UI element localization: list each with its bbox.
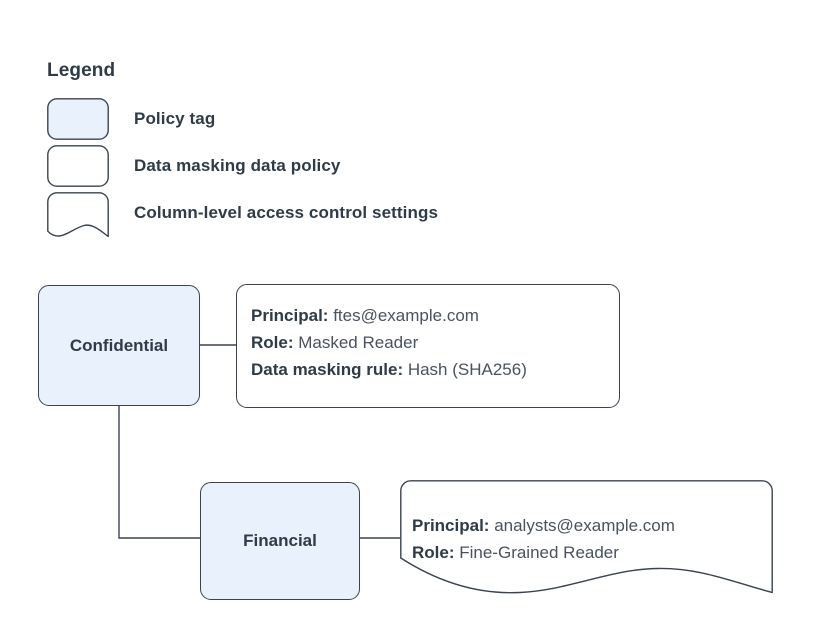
legend-label-column-access-settings: Column-level access control settings	[134, 203, 439, 222]
detail-key-masking-rule: Data masking rule:	[251, 360, 408, 379]
detail-key-principal: Principal:	[251, 306, 334, 325]
node-financial[interactable]: Financial	[200, 482, 360, 600]
detail-value-principal: ftes@example.com	[333, 306, 479, 325]
edge-confidential-to-financial	[118, 406, 200, 539]
node-confidential[interactable]: Confidential	[38, 285, 200, 406]
detail-value-role: Masked Reader	[298, 333, 419, 352]
legend-item-policy-tag: Policy tag	[47, 98, 567, 140]
legend-label-data-masking-policy: Data masking data policy	[134, 156, 341, 175]
legend-title: Legend	[47, 60, 116, 81]
detail-line-masking-rule: Data masking rule: Hash (SHA256)	[251, 356, 527, 383]
legend-label-policy-tag: Policy tag	[134, 109, 216, 128]
legend-item-data-masking-policy: Data masking data policy	[47, 145, 567, 187]
detail-value-masking-rule: Hash (SHA256)	[407, 360, 527, 379]
detail-value-principal-financial: analysts@example.com	[494, 516, 675, 535]
node-confidential-label: Confidential	[69, 335, 169, 355]
legend-item-column-access-settings: Column-level access control settings	[47, 192, 607, 238]
detail-box-financial-settings: Principal: analysts@example.com Role: Fi…	[400, 480, 774, 598]
detail-line-principal-financial: Principal: analysts@example.com	[412, 512, 675, 539]
data-masking-policy-swatch-icon	[47, 145, 109, 187]
detail-key-role: Role:	[251, 333, 299, 352]
node-financial-label: Financial	[243, 531, 317, 550]
detail-line-role: Role: Masked Reader	[251, 329, 418, 356]
detail-line-role-financial: Role: Fine-Grained Reader	[412, 539, 619, 566]
column-access-settings-swatch-icon	[47, 192, 109, 238]
policy-tag-swatch-icon	[47, 98, 109, 140]
detail-key-role-financial: Role:	[412, 543, 460, 562]
detail-box-confidential-policy: Principal: ftes@example.com Role: Masked…	[236, 284, 620, 408]
detail-line-principal: Principal: ftes@example.com	[251, 302, 479, 329]
detail-value-role-financial: Fine-Grained Reader	[459, 543, 619, 562]
detail-key-principal-financial: Principal:	[412, 516, 495, 535]
